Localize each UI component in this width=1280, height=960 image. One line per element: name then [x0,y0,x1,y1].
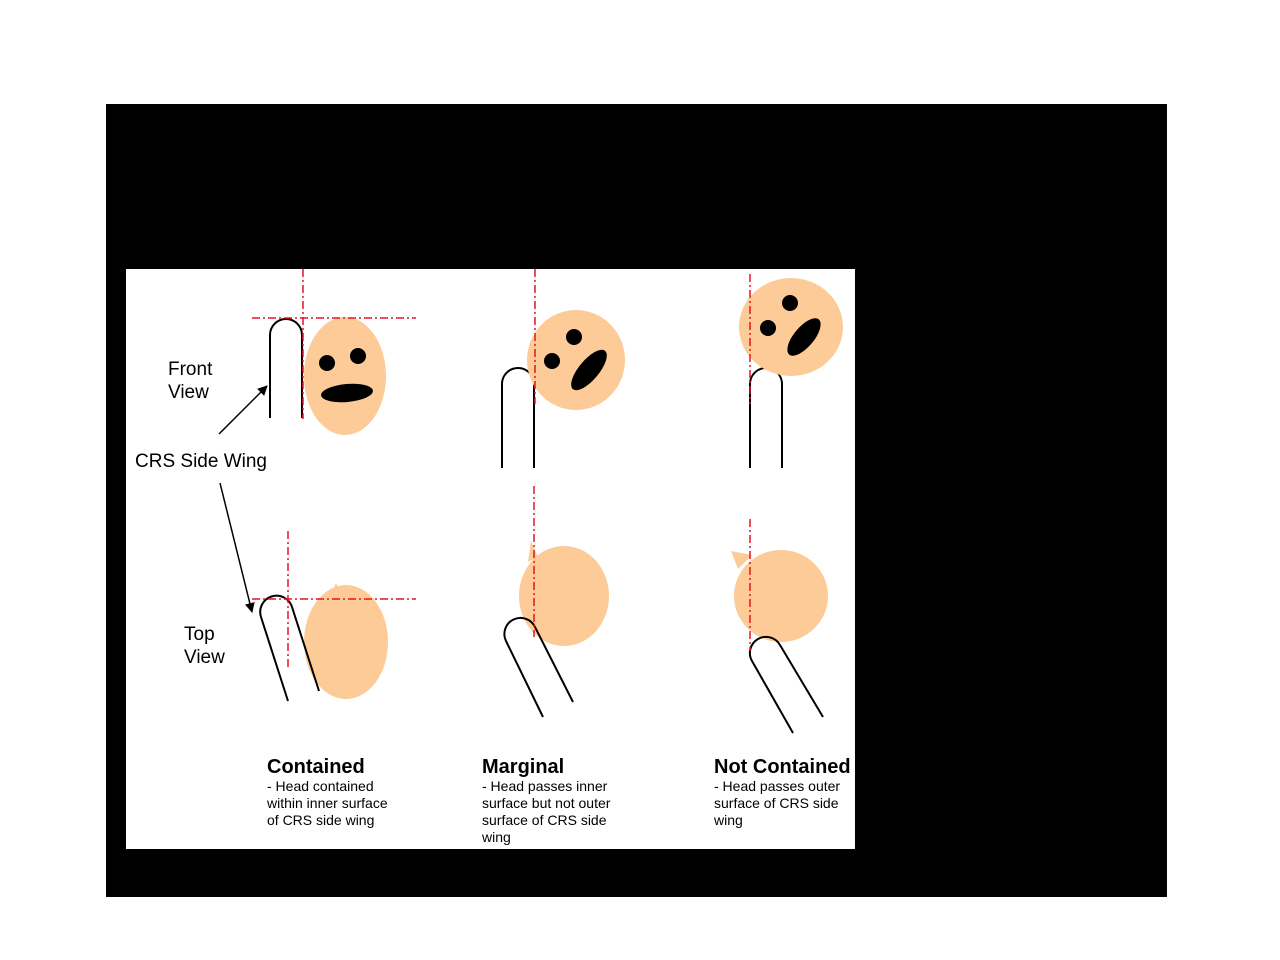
front-marginal-eye-left [544,353,560,369]
top-not-contained-head [731,551,752,569]
marginal-desc-line: surface but not outer [482,795,611,811]
top-view-label-line1: Top [184,624,215,645]
top-marginal-wing [503,616,574,718]
top-not-contained-wing [748,635,824,734]
head-containment-diagram [218,269,843,734]
contained-desc-line: of CRS side wing [267,812,375,828]
not-contained-desc-line: wing [714,812,743,828]
front-not-contained-head [739,278,843,376]
front-contained-eye-left [319,355,335,371]
front-not-contained-eye-left [760,320,776,336]
front-not-contained-group [739,274,843,468]
front-marginal-group [501,269,625,468]
not-contained-description: - Head passes outer surface of CRS side … [714,778,864,829]
not-contained-title: Not Contained [714,756,851,778]
top-marginal-group [503,486,609,718]
front-marginal-eye-right [566,329,582,345]
front-marginal-mouth [571,349,607,391]
top-view-label-line2: View [184,647,225,668]
marginal-desc-line: surface of CRS side [482,812,607,828]
front-contained-head [304,317,386,435]
top-contained-wing [259,594,320,702]
contained-desc-line: within inner surface [267,795,388,811]
top-marginal-head-body [519,546,609,646]
front-not-contained-mouth [787,318,821,356]
front-marginal-head [527,310,625,410]
contained-title: Contained [267,756,365,778]
front-view-label: Front View [168,358,212,404]
contained-desc-line: - Head contained [267,778,374,794]
wing-arrow-front [218,385,268,435]
crs-side-wing-label: CRS Side Wing [135,451,267,472]
contained-description: - Head contained within inner surface of… [267,778,417,829]
marginal-title: Marginal [482,756,565,778]
top-view-label: Top View [184,623,225,669]
marginal-desc-line: wing [482,829,511,845]
top-contained-head-body [304,585,388,699]
front-not-contained-eye-right [782,295,798,311]
diagram-panel: Front View CRS Side Wing Top View Contai… [126,269,855,849]
not-contained-desc-line: surface of CRS side [714,795,839,811]
top-marginal-head [528,541,538,562]
front-contained-wing [269,318,303,418]
not-contained-desc-line: - Head passes outer [714,778,841,794]
front-contained-eye-right [350,348,366,364]
top-not-contained-head-body [734,550,828,642]
top-contained-group [252,531,416,702]
front-view-label-line2: View [168,382,209,403]
front-view-label-line1: Front [168,359,213,380]
front-marginal-wing [501,367,535,468]
front-contained-group [252,269,416,435]
front-contained-mouth [321,383,373,403]
wing-arrow-top [219,482,255,613]
marginal-description: - Head passes inner surface but not oute… [482,778,632,846]
marginal-desc-line: - Head passes inner [482,778,608,794]
front-not-contained-wing [749,367,783,468]
top-not-contained-group [731,519,828,734]
